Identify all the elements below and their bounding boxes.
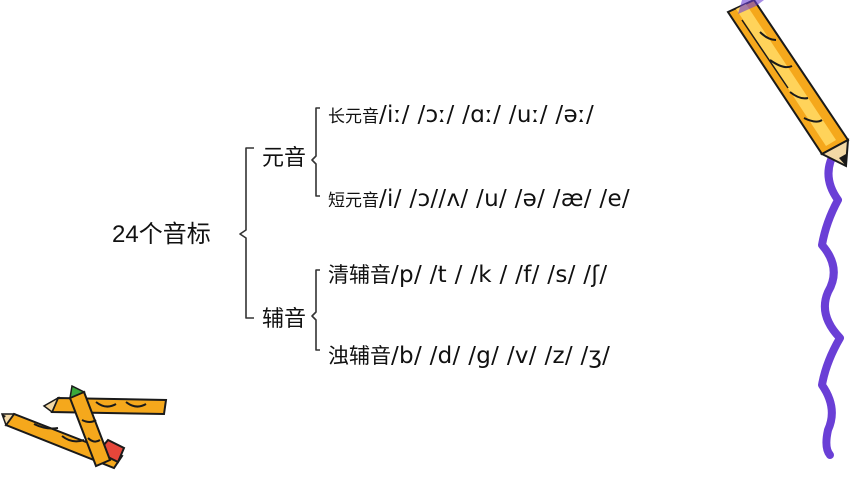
voiced-consonants-symbols: /b/ /d/ /g/ /v/ /z/ /ʒ/ — [391, 343, 611, 369]
voiceless-consonants-row: 清辅音/p/ /t / /k / /f/ /s/ /ʃ/ — [328, 264, 607, 287]
vowel-bracket — [311, 107, 320, 197]
purple-ribbon — [818, 146, 844, 459]
root-number: 24 — [112, 221, 139, 248]
voiced-consonants-row: 浊辅音/b/ /d/ /g/ /v/ /z/ /ʒ/ — [328, 345, 610, 368]
long-vowels-name: 长元音 — [328, 107, 379, 127]
pencil-right-icon — [726, 0, 850, 168]
short-vowels-row: 短元音/i/ /ɔ//ʌ/ /u/ /ə/ /æ/ /e/ — [328, 188, 630, 211]
voiced-consonants-name: 浊辅音 — [328, 344, 391, 368]
voiceless-consonants-symbols: /p/ /t / /k / /f/ /s/ /ʃ/ — [391, 262, 608, 288]
pencils-bottom-left-icon — [0, 384, 168, 470]
tree-brackets — [239, 107, 320, 351]
short-vowels-name: 短元音 — [328, 191, 379, 211]
consonant-bracket — [311, 269, 320, 351]
voiceless-consonants-name: 清辅音 — [328, 263, 391, 287]
long-vowels-row: 长元音/iː/ /ɔː/ /ɑː/ /uː/ /əː/ — [328, 104, 594, 127]
root-bracket — [239, 147, 254, 319]
short-vowels-symbols: /i/ /ɔ//ʌ/ /u/ /ə/ /æ/ /e/ — [379, 186, 630, 212]
consonant-node: 辅音 — [262, 307, 307, 332]
long-vowels-symbols: /iː/ /ɔː/ /ɑː/ /uː/ /əː/ — [379, 102, 595, 128]
root-node: 24个音标 — [112, 222, 211, 247]
vowel-node: 元音 — [262, 146, 307, 171]
root-label: 个音标 — [138, 220, 211, 248]
